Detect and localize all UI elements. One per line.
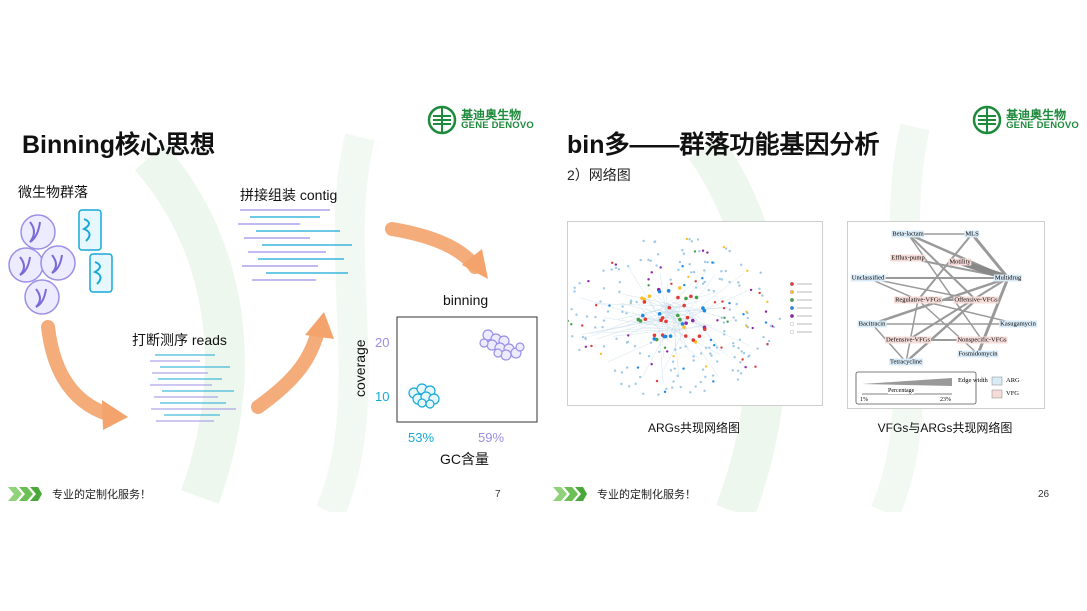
network-node-fosmidomycin: Fosmidomycin <box>957 350 999 358</box>
logo-cn-text: 基迪奥生物 <box>1006 107 1067 122</box>
background-watermark <box>134 133 375 512</box>
footer: 专业的定制化服务！ <box>8 486 151 502</box>
slide-subtitle: 2）网络图 <box>567 167 631 183</box>
logo-en-text: GENE DENOVO <box>1006 120 1079 132</box>
arg-network-legend <box>790 282 812 334</box>
ytick-10: 10 <box>375 389 390 404</box>
footer-text: 专业的定制化服务！ <box>597 489 696 501</box>
slide-title: Binning核心思想 <box>22 131 216 159</box>
network-node-motility: Motility <box>948 258 972 266</box>
label-reads: 打断测序 reads <box>132 332 227 348</box>
logo-cn-text: 基迪奥生物 <box>461 107 522 122</box>
caption-vfg-network: VFGs与ARGs共现网络图 <box>877 421 1013 435</box>
network-node-regulative: Regulative-VFGs <box>894 296 942 304</box>
microbe-rods <box>78 209 113 293</box>
network-node-unclassified: Unclassified <box>850 274 886 282</box>
logo-en-text: GENE DENOVO <box>461 120 534 132</box>
xtick-53: 53% <box>408 430 435 445</box>
company-logo: 基迪奥生物 GENE DENOVO <box>972 105 1079 135</box>
label-assembly: 拼接组装 contig <box>240 187 338 203</box>
arrow-to-binning <box>385 222 482 274</box>
binning-plot-frame <box>396 316 538 423</box>
slide-binning: Binning核心思想 基迪奥生物 GENE DENOVO 微生物群落 拼接组装… <box>0 97 542 512</box>
read-lines <box>150 354 236 422</box>
network-node-multidrug: Multidrug <box>993 274 1023 282</box>
xtick-59: 59% <box>478 430 505 445</box>
network-node-kasugamycin: Kasugamycin <box>999 320 1037 328</box>
footer: 专业的定制化服务！ <box>553 486 696 502</box>
axis-xlabel: GC含量 <box>440 451 489 467</box>
legend-vfg: VFG <box>1006 390 1020 397</box>
cluster-lavender <box>479 329 525 361</box>
network-node-tetracycline: Tetracycline <box>888 358 924 366</box>
label-community: 微生物群落 <box>18 184 88 200</box>
axis-ylabel: coverage <box>352 339 368 397</box>
network-node-efflux: Efflux-pump <box>890 254 926 262</box>
footer-text: 专业的定制化服务！ <box>52 489 151 501</box>
page-number: 7 <box>495 489 501 500</box>
chevrons-icon <box>553 487 587 501</box>
arrow-to-reads <box>41 320 117 422</box>
legend-edge-width: Edge width <box>958 377 988 384</box>
chevrons-icon <box>8 487 42 501</box>
slide-title: bin多——群落功能基因分析 <box>567 131 880 159</box>
arg-network-nodes <box>564 237 781 396</box>
company-logo: 基迪奥生物 GENE DENOVO <box>427 105 534 135</box>
binning-diagram <box>8 209 538 430</box>
edge-width-legend <box>855 371 1003 405</box>
legend-pmin: 1% <box>860 397 868 403</box>
arg-network-graphic <box>564 237 812 396</box>
legend-arg: ARG <box>1006 377 1020 384</box>
logo-emblem-icon <box>972 105 1002 135</box>
network-node-offensive: Offensive-VFGs <box>953 296 999 304</box>
legend-percentage: Percentage <box>888 388 915 394</box>
ytick-20: 20 <box>375 335 390 350</box>
logo-emblem-icon <box>427 105 457 135</box>
page-number: 26 <box>1038 489 1050 500</box>
cluster-cyan <box>408 383 440 409</box>
legend-pmax: 23% <box>940 397 951 403</box>
contig-lines <box>238 209 352 281</box>
label-binning: binning <box>443 292 489 308</box>
network-node-bacitracin: Bacitracin <box>857 320 887 328</box>
network-node-nonspecific: Nonspecific-VFGs <box>956 336 1008 344</box>
arg-network-edges <box>579 265 750 384</box>
network-node-beta: Beta-lactam <box>891 230 925 238</box>
microbe-cells <box>8 214 76 315</box>
slide-network: bin多——群落功能基因分析 基迪奥生物 GENE DENOVO 2）网络图 A… <box>545 97 1087 512</box>
network-node-defensive: Defensive-VFGs <box>884 336 932 344</box>
network-node-mls: MLS <box>964 230 980 238</box>
arrow-to-contig <box>251 325 325 414</box>
arg-network-figure <box>564 221 823 406</box>
caption-arg-network: ARGs共现网络图 <box>647 421 740 435</box>
